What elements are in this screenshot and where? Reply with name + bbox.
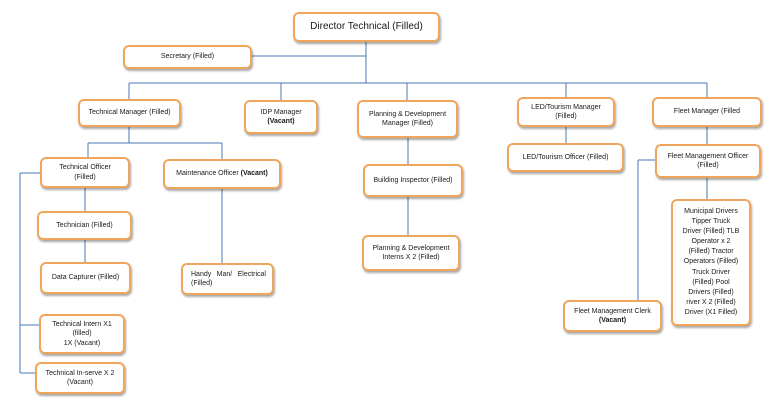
- node-label-line: (Filled) Tractor: [688, 248, 734, 256]
- node-label: Fleet Manager (Filled: [673, 108, 741, 116]
- node-label-line: (filled): [72, 330, 92, 338]
- data-capturer-node: Data Capturer (Filled): [40, 262, 131, 294]
- node-label-line: Technical In-serve X 2: [45, 369, 115, 377]
- node-label-line: Fleet Management Officer: [667, 152, 749, 160]
- node-label-line: Technical Intern X1: [52, 320, 112, 328]
- led-tourism-officer-node: LED/Tourism Officer (Filled): [507, 143, 624, 172]
- node-label: Building Inspector (Filled): [373, 176, 453, 184]
- node-label-line: 1X (Vacant): [63, 339, 101, 347]
- planning-development-interns-node: Planning & Development Interns X 2 (Fill…: [362, 235, 460, 271]
- node-label-line: (Filled): [191, 280, 213, 287]
- technical-officer-node: Technical Officer (Filled): [40, 157, 130, 188]
- node-label-line: Drivers (Filled): [688, 288, 734, 296]
- node-label-line: Municipal Drivers: [684, 207, 738, 215]
- node-label-line: Operator x 2: [691, 238, 731, 246]
- node-label-line: Technical Officer: [59, 164, 111, 172]
- director-technical-node: Director Technical (Filled): [293, 12, 440, 42]
- fleet-manager-node: Fleet Manager (Filled: [652, 97, 762, 127]
- node-label: Technical Manager (Filled): [88, 109, 171, 117]
- node-label-line: Planning & Development: [372, 244, 450, 252]
- node-label-line: Tipper Truck: [691, 217, 731, 225]
- technical-in-service-node: Technical In-serve X 2 (Vacant): [35, 362, 125, 394]
- fleet-management-officer-node: Fleet Management Officer (Filled): [655, 144, 761, 178]
- node-label: Fleet Management Clerk: [574, 307, 651, 315]
- node-label: Maintenance Officer (Vacant): [176, 170, 268, 178]
- node-label: IDP Manager: [260, 108, 302, 116]
- node-label-line: Manager (Filled): [382, 120, 433, 127]
- technical-manager-node: Technical Manager (Filled): [78, 99, 181, 127]
- node-label-line: LED/Tourism Manager: [531, 103, 601, 111]
- node-status: (Vacant): [267, 118, 295, 125]
- node-label-line: Operators (Filled): [683, 258, 739, 266]
- node-label-line: Interns X 2 (Filled): [382, 254, 440, 261]
- technical-intern-node: Technical Intern X1 (filled) 1X (Vacant): [39, 314, 125, 354]
- node-label-line: (Filled) Pool: [692, 278, 730, 286]
- secretary-node: Secretary (Filled): [123, 45, 252, 69]
- node-status: (Vacant): [598, 317, 627, 324]
- idp-manager-node: IDP Manager (Vacant): [244, 100, 318, 134]
- building-inspector-node: Building Inspector (Filled): [363, 164, 463, 197]
- node-label-line: (Vacant): [67, 379, 93, 386]
- node-label: Technician (Filled): [56, 221, 113, 229]
- planning-development-manager-node: Planning & Development Manager (Filled): [357, 100, 458, 138]
- node-label-line: Driver (Filled) TLB: [682, 228, 740, 235]
- node-label-line: river X 2 (Filled): [686, 298, 736, 306]
- node-label-line: (Filled): [555, 113, 577, 120]
- node-label-line: Driver (X1 Filled): [684, 309, 738, 317]
- node-label-line: (Filled): [74, 173, 96, 181]
- handyman-electrical-node: Handy Man/ Electrical (Filled): [181, 263, 274, 295]
- node-label-line: (Filled): [697, 162, 719, 169]
- node-label-line: Handy Man/ Electrical: [191, 270, 266, 278]
- node-label: Secretary (Filled): [160, 53, 215, 61]
- fleet-management-clerk-node: Fleet Management Clerk (Vacant): [563, 300, 662, 332]
- node-label: Director Technical (Filled): [310, 21, 423, 33]
- node-label-line: Planning & Development: [368, 110, 447, 118]
- node-label: LED/Tourism Officer (Filled): [522, 153, 609, 161]
- led-tourism-manager-node: LED/Tourism Manager (Filled): [517, 97, 615, 127]
- technician-node: Technician (Filled): [37, 211, 132, 240]
- node-label-line: Truck Driver: [692, 268, 730, 276]
- maintenance-officer-node: Maintenance Officer (Vacant): [163, 159, 281, 189]
- municipal-drivers-node: Municipal Drivers Tipper Truck Driver (F…: [671, 199, 751, 326]
- node-label: Data Capturer (Filled): [51, 274, 120, 282]
